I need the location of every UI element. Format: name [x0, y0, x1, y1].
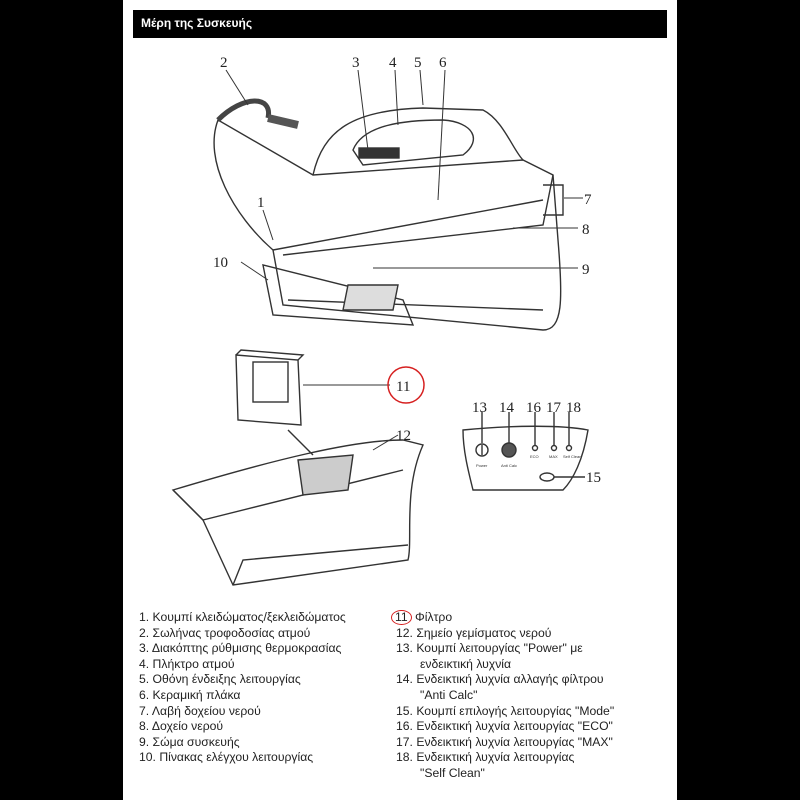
steam-station-drawing: [213, 98, 564, 331]
callout-7: 7: [584, 192, 592, 208]
callout-4: 4: [389, 55, 397, 71]
callout-12: 12: [396, 428, 411, 444]
part-item-continuation: "Self Clean": [420, 765, 485, 780]
callout-5: 5: [414, 55, 422, 71]
part-item: 15. Κουμπί επιλογής λειτουργίας "Mode": [396, 703, 615, 718]
part-item: 3. Διακόπτης ρύθμισης θερμοκρασίας: [139, 641, 342, 656]
part-item-11: 11 Φίλτρο: [391, 610, 614, 626]
part-item: 2. Σωλήνας τροφοδοσίας ατμού: [139, 625, 311, 640]
part-item: 16. Ενδεικτική λυχνία λειτουργίας "ECO": [396, 719, 613, 734]
part-item: 14. Ενδεικτική λυχνία αλλαγής φίλτρου: [396, 672, 604, 687]
callout-2: 2: [220, 55, 228, 71]
part-item: 12. Σημείο γεμίσματος νερού: [396, 625, 552, 640]
part-item: 18. Ενδεικτική λυχνία λειτουργίας: [396, 750, 575, 765]
callout-11: 11: [396, 379, 410, 395]
control-panel-drawing: Power Anti Calc ECO MAX Self Clean: [462, 412, 589, 491]
callout-1: 1: [257, 195, 265, 211]
callout-9: 9: [582, 262, 590, 278]
part-item-continuation: ενδεικτική λυχνία: [420, 656, 512, 671]
callout-8: 8: [582, 222, 590, 238]
manual-page: Μέρη της Συσκευής: [123, 0, 677, 800]
filter-highlight-circle: [387, 366, 425, 404]
callout-6: 6: [439, 55, 447, 71]
callout-15: 15: [586, 470, 601, 486]
parts-list-left: 1. Κουμπί κλειδώματος/ξεκλειδώματος 2. Σ…: [139, 610, 346, 766]
part-item: 4. Πλήκτρο ατμού: [139, 656, 235, 671]
callout-16: 16: [526, 400, 542, 416]
parts-list-right: 11 Φίλτρο 12. Σημείο γεμίσματος νερού 13…: [391, 610, 615, 782]
callout-10: 10: [213, 255, 228, 271]
section-header: Μέρη της Συσκευής: [133, 10, 667, 38]
anticalc-label: Anti Calc: [501, 463, 517, 468]
part-item: 1. Κουμπί κλειδώματος/ξεκλειδώματος: [139, 610, 346, 624]
callouts: 2 3 4 5 6 1 7 8 9 10 11 12 13 14 16 17 1…: [213, 55, 601, 486]
part-item-continuation: "Anti Calc": [420, 687, 478, 702]
max-label: MAX: [549, 454, 558, 459]
part-item: 13. Κουμπί λειτουργίας "Power" με: [396, 641, 583, 656]
power-label: Power: [476, 463, 488, 468]
base-drawing: [171, 439, 424, 586]
callout-13: 13: [472, 400, 487, 416]
parts-diagram: Power Anti Calc ECO MAX Self Clean 2 3 4…: [171, 55, 601, 586]
part-item: 6. Κεραμική πλάκα: [139, 687, 241, 702]
part-item: 17. Ενδεικτική λυχνία λειτουργίας "MAX": [396, 734, 613, 749]
selfclean-label: Self Clean: [563, 454, 581, 459]
part-item: 7. Λαβή δοχείου νερού: [139, 703, 261, 718]
callout-18: 18: [566, 400, 581, 416]
callout-3: 3: [352, 55, 360, 71]
item-11-number-highlight: 11: [391, 610, 412, 625]
filter-drawing: [235, 349, 314, 456]
part-item: 9. Σώμα συσκευής: [139, 734, 240, 749]
part-item: 5. Οθόνη ένδειξης λειτουργίας: [139, 672, 301, 687]
callout-14: 14: [499, 400, 515, 416]
part-item: 10. Πίνακας ελέγχου λειτουργίας: [139, 750, 314, 765]
part-item: 8. Δοχείο νερού: [139, 719, 224, 734]
item-11-label: Φίλτρο: [415, 610, 453, 624]
callout-17: 17: [546, 400, 562, 416]
eco-label: ECO: [530, 454, 539, 459]
